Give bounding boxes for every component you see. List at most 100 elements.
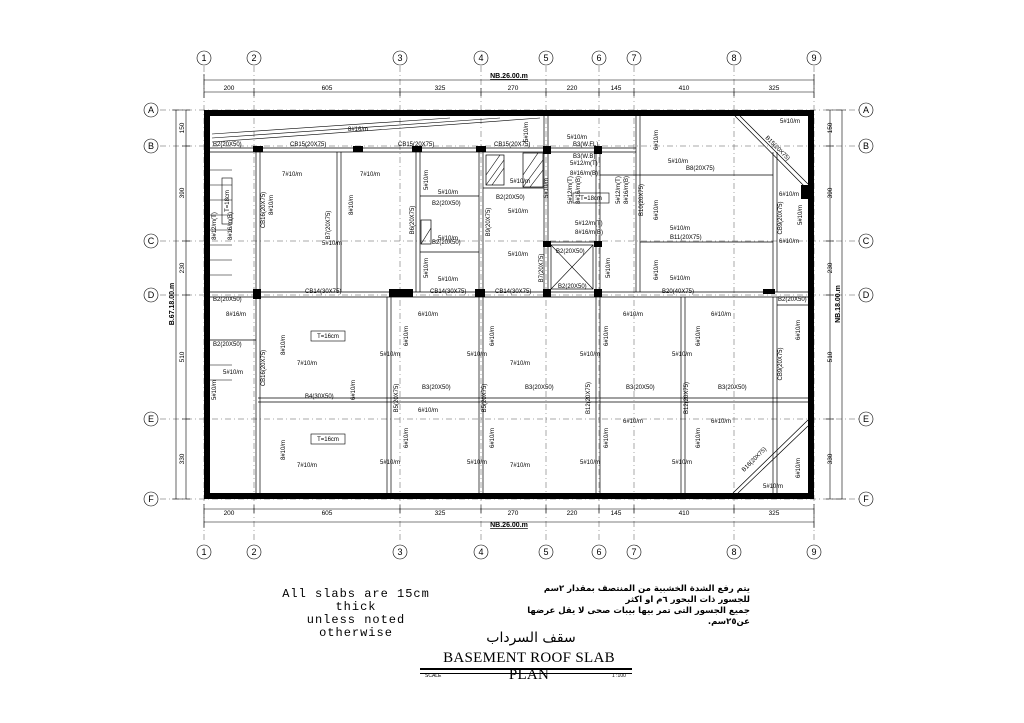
beam-label: B4(30X50) bbox=[305, 394, 334, 400]
dim-bottom-4: 270 bbox=[508, 510, 519, 517]
rebar-label: 5#10/m bbox=[668, 159, 688, 165]
grid-lines-vertical bbox=[203, 66, 815, 540]
dim-top-7: 410 bbox=[679, 85, 690, 92]
rebar-label: 5#10/m bbox=[380, 460, 400, 466]
beam-label: CB15(20X75) bbox=[494, 142, 530, 148]
grid-4-bottom: 4 bbox=[478, 547, 483, 557]
beam-label: B3(20X50) bbox=[718, 385, 747, 391]
rebar-label: 7#10/m bbox=[297, 463, 317, 469]
rebar-label: 6#10/m bbox=[404, 428, 410, 448]
scale-label: SCALE bbox=[425, 673, 442, 679]
thickness-boxes: T=18cm T=18cm T=16cm T=16cm bbox=[221, 177, 610, 445]
rebar-label: 5#10/m bbox=[670, 276, 690, 282]
rebar-label: 5#10/m bbox=[322, 241, 342, 247]
dim-left-2: 390 bbox=[179, 187, 186, 198]
rebar-label: 6#10/m bbox=[604, 428, 610, 448]
rebar-label: 5#10/m bbox=[763, 484, 783, 490]
grid-5-top: 5 bbox=[543, 53, 548, 63]
rebar-label: 5#10/m bbox=[672, 352, 692, 358]
rebar-label: 8#16/m(B) bbox=[575, 230, 603, 236]
beam-label: B10(20X75) bbox=[639, 184, 645, 216]
rebar-label: 7#10/m bbox=[282, 172, 302, 178]
grid-lines-horizontal bbox=[160, 109, 862, 500]
grid-3-bottom: 3 bbox=[397, 547, 402, 557]
grid-2-bottom: 2 bbox=[251, 547, 256, 557]
title-underline-thin bbox=[420, 673, 632, 674]
rebar-label: 6#10/m bbox=[654, 130, 660, 150]
overall-width-top: NB.26.00.m bbox=[490, 73, 528, 80]
beam-label: B5(20X75) bbox=[482, 384, 488, 413]
grid-bubbles-top: 1 2 3 4 5 6 7 8 9 bbox=[196, 50, 822, 66]
dim-right-3: 230 bbox=[827, 262, 834, 273]
rebar-label: 6#10/m bbox=[711, 419, 731, 425]
rebar-label: 6#10/m bbox=[796, 458, 802, 478]
beam-label: B12(20X75) bbox=[684, 382, 690, 414]
dim-left-1: 150 bbox=[179, 122, 186, 133]
rebar-label: 5#10/m bbox=[424, 170, 430, 190]
rebar-label: 6#10/m bbox=[351, 380, 357, 400]
rebar-label: 5#12/m(T) bbox=[570, 161, 598, 167]
overall-height-right: NB.18.00.m bbox=[835, 285, 842, 323]
rebar-label: 5#10/m bbox=[672, 460, 692, 466]
rebar-label: 5#10/m bbox=[212, 380, 218, 400]
dim-bottom-6: 145 bbox=[611, 510, 622, 517]
beam-label: B2(20X50) bbox=[213, 342, 242, 348]
rebar-label: 5#10/m bbox=[606, 258, 612, 278]
beam-label: CB15(20X75) bbox=[398, 142, 434, 148]
rebar-label: 8#10/m bbox=[269, 195, 275, 215]
rebar-label: 5#10/m bbox=[524, 122, 530, 142]
dimension-bottom: 200 605 325 270 220 145 410 325 NB.26.00… bbox=[203, 504, 815, 529]
grid-D-left: D bbox=[148, 290, 155, 300]
dim-right-1: 150 bbox=[827, 122, 834, 133]
dim-top-5: 220 bbox=[567, 85, 578, 92]
beam-label: B2(20X50) bbox=[558, 284, 587, 290]
rebar-label: 6#10/m bbox=[796, 320, 802, 340]
beam-label: B2(20X50) bbox=[556, 249, 585, 255]
beam-label: B9(20X75) bbox=[486, 208, 492, 237]
rebar-label: 6#10/m bbox=[654, 200, 660, 220]
beam-label: B3(20X50) bbox=[626, 385, 655, 391]
rebar-label: 8#10/m bbox=[281, 440, 287, 460]
dim-bottom-3: 325 bbox=[435, 510, 446, 517]
grid-F-right: F bbox=[863, 494, 869, 504]
arabic-note-line-2: للجسور ذات البحور ٦م او اكثر bbox=[625, 595, 750, 605]
grid-B-right: B bbox=[863, 141, 869, 151]
rebar-label: 6#10/m bbox=[404, 326, 410, 346]
dim-top-6: 145 bbox=[611, 85, 622, 92]
rebar-label: 6#10/m bbox=[654, 260, 660, 280]
rebar-label: 8#10/m bbox=[281, 335, 287, 355]
thickness-slab1: T=16cm bbox=[317, 334, 339, 340]
rebar-label: 8#16/m(B) bbox=[228, 212, 234, 240]
dim-left-5: 330 bbox=[179, 453, 186, 464]
rebar-labels: 8#16/m 7#10/m 7#10/m 5#10/m 5#10/m 5#10/… bbox=[212, 119, 804, 490]
rebar-label: 5#10/m bbox=[780, 119, 800, 125]
rebar-label: 8#16/m(B) bbox=[570, 171, 598, 177]
slab-note-line-1: All slabs are 15cm thick bbox=[282, 587, 430, 614]
grid-B-left: B bbox=[148, 141, 154, 151]
beam-label: B7(20X75) bbox=[326, 211, 332, 240]
rebar-label: 5#10/m bbox=[223, 370, 243, 376]
rebar-label: 5#10/m bbox=[544, 178, 550, 198]
beam-label: B12(20X75) bbox=[586, 382, 592, 414]
grid-D-right: D bbox=[863, 290, 870, 300]
rebar-label: 6#10/m bbox=[623, 312, 643, 318]
beam-label: B3(20X50) bbox=[422, 385, 451, 391]
rebar-label: 5#10/m bbox=[438, 277, 458, 283]
grid-8-bottom: 8 bbox=[731, 547, 736, 557]
title-english: BASEMENT ROOF SLAB PLAN bbox=[443, 650, 615, 683]
beam-label: B2(20X50) bbox=[778, 297, 807, 303]
rebar-label: 6#10/m bbox=[418, 312, 438, 318]
grid-6-top: 6 bbox=[596, 53, 601, 63]
beam-label: CB16(20X75) bbox=[261, 350, 267, 386]
grid-3-top: 3 bbox=[397, 53, 402, 63]
rebar-label: 6#10/m bbox=[779, 239, 799, 245]
rebar-label: 8#16/m bbox=[348, 127, 368, 133]
beam-label: CB9(20X75) bbox=[778, 201, 784, 234]
beam-label: CB16(20X75) bbox=[261, 192, 267, 228]
rebar-label: 7#10/m bbox=[360, 172, 380, 178]
dim-bottom-2: 605 bbox=[322, 510, 333, 517]
beam-label: B2(20X50) bbox=[496, 195, 525, 201]
rebar-label: 5#10/m bbox=[467, 460, 487, 466]
rebar-label: 6#10/m bbox=[418, 408, 438, 414]
